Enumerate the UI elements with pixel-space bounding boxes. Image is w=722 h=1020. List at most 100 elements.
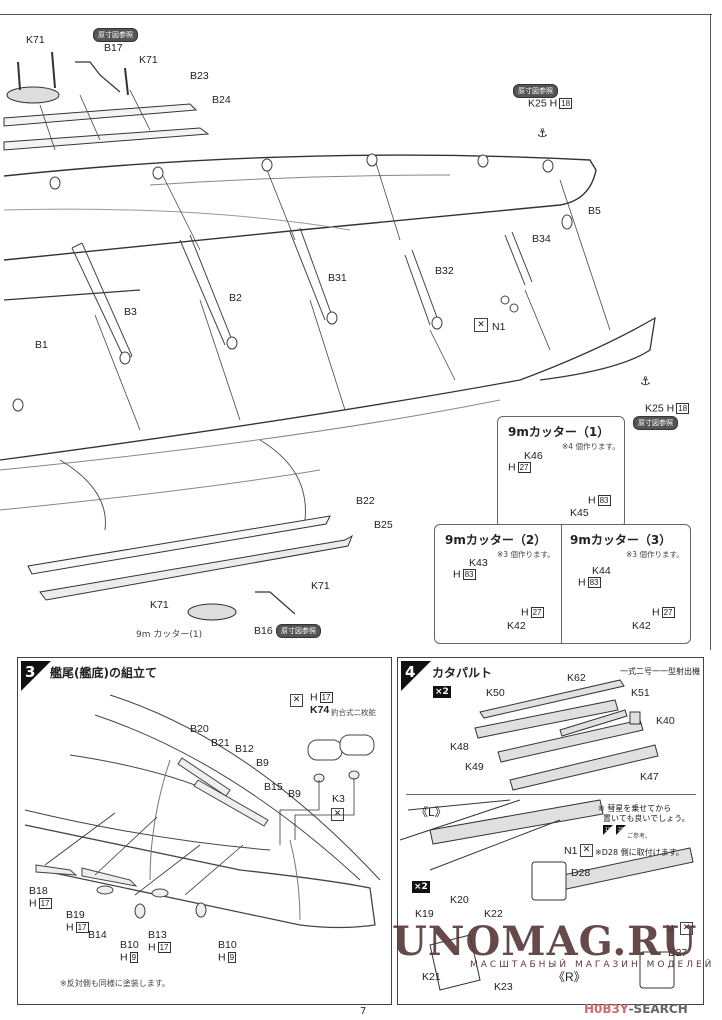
paint-number: 27 (661, 607, 675, 618)
part-label-b20: B20 (190, 723, 209, 735)
paint-code: H (549, 97, 558, 110)
step-number: 3 (25, 663, 36, 681)
paint-number: 17 (38, 898, 52, 909)
watermark-logo: UNOMAG.RU (392, 918, 698, 965)
reference-badge: 原寸図参照 (93, 28, 138, 42)
cutter-caption: 9m カッター(1) (136, 630, 203, 640)
part-label-b14: B14 (88, 929, 107, 941)
part-label-b10: B10 (218, 939, 237, 951)
part-label-k71: K71 (150, 599, 169, 611)
part-label-d27: D27 (668, 947, 688, 959)
part-code: K25 (528, 97, 547, 110)
part-label-k21: K21 (422, 971, 441, 983)
part-label-k48: K48 (450, 741, 469, 753)
hobbysearch-credit: H0B3Y-SEARCH (584, 1002, 688, 1016)
step-title: カタパルト (432, 666, 493, 680)
part-label-b19: B19 (66, 909, 85, 921)
paint-code: H (120, 951, 128, 964)
part-label-k20: K20 (450, 894, 469, 906)
paint-code: H (453, 568, 461, 581)
part-label-b17: B17 (104, 42, 123, 54)
part-label-b25: B25 (374, 519, 393, 531)
paint-code: H (508, 461, 516, 474)
paint-code: H (666, 402, 675, 415)
part-label-k42: K42 (632, 620, 651, 632)
paint-number: 17 (157, 942, 171, 953)
part-label-b1: B1 (35, 339, 48, 351)
glue-icon: ✕ (580, 844, 593, 857)
catapult-type: 一式二号一一型射出機 (620, 667, 700, 676)
right-side-label: 《R》 (553, 970, 586, 984)
part-label-b32: B32 (435, 265, 454, 277)
mount-note-line2: 置いても良いでしょう。 (603, 814, 690, 823)
step4-panel: 4 カタパルト 一式二号一一型射出機 ×2 K50 K62 K51 K40 K4… (397, 657, 704, 1005)
step-number: 4 (405, 663, 416, 681)
part-label-b18: B18 (29, 885, 48, 897)
watermark-tagline: МАСШТАБНЫЙ МАГАЗИН МОДЕЛЕЙ (470, 960, 715, 970)
part-label-k23: K23 (494, 981, 513, 993)
part-label-b3: B3 (124, 306, 137, 318)
paint-code: H (218, 951, 226, 964)
part-label-k71: K71 (139, 54, 158, 66)
part-label-b34: B34 (532, 233, 551, 245)
paint-number: 27 (517, 462, 531, 473)
credit-brand: H0B3Y (584, 1002, 629, 1016)
part-label-k62: K62 (567, 672, 586, 684)
paint-number: 9 (129, 952, 139, 963)
part-label-k42: K42 (507, 620, 526, 632)
reference-badge: 原寸図参照 (276, 624, 321, 638)
top-rule (0, 14, 712, 15)
credit-brand-suffix: -SEARCH (628, 1002, 688, 1016)
part-label-b31: B31 (328, 272, 347, 284)
part-label-k44: K44 (592, 565, 611, 577)
glue-icon: ✕ (680, 922, 693, 935)
cutter-box-title: 9mカッター（2） (445, 533, 547, 547)
step-title: 艦尾(艦底)の組立て (50, 666, 157, 680)
paint-code: H (652, 606, 660, 619)
part-label-b9: B9 (288, 788, 301, 800)
glue-icon: ✕ (474, 318, 488, 332)
paint-number: 17 (75, 922, 89, 933)
part-label-d28: D28 (571, 867, 591, 879)
attach-note: ※D28 側に取付けます。 (595, 848, 684, 857)
part-label-n1: N (666, 923, 674, 935)
part-label-n1: N1 (492, 321, 506, 333)
step3-footnote: ※反対側も同様に塗装します。 (60, 979, 170, 988)
part-label-b10: B10 (120, 939, 139, 951)
page-number: 7 (360, 1006, 367, 1017)
cutter-box-note: ※4 個作ります。 (562, 442, 620, 451)
part-label-k71: K71 (311, 580, 330, 592)
cutter-box-title: 9mカッター（1） (508, 425, 610, 439)
mount-note-line1: ※ 彗星を乗せてから (598, 804, 672, 813)
paint-code: H (29, 897, 37, 910)
ref-suffix: ご参考。 (627, 833, 652, 840)
part-label-k43: K43 (469, 557, 488, 569)
paint-code: H (310, 691, 318, 704)
part-label-k50: K50 (486, 687, 505, 699)
step-number-marker: 4 (401, 661, 431, 691)
reference-badge: 原寸図参照 (633, 416, 678, 430)
paint-number: 83 (462, 569, 476, 580)
reference-badge: 原寸図参照 (513, 84, 558, 98)
part-label-k3: K3 (332, 793, 345, 805)
multiplier-badge: ×2 (412, 881, 430, 893)
step-ref-marker: 19 (603, 825, 613, 835)
part-label-b5: B5 (588, 205, 601, 217)
part-label-b13: B13 (148, 929, 167, 941)
paint-code: H (148, 941, 156, 954)
part-label-k40: K40 (656, 715, 675, 727)
step-ref-marker: 25 (616, 825, 626, 835)
